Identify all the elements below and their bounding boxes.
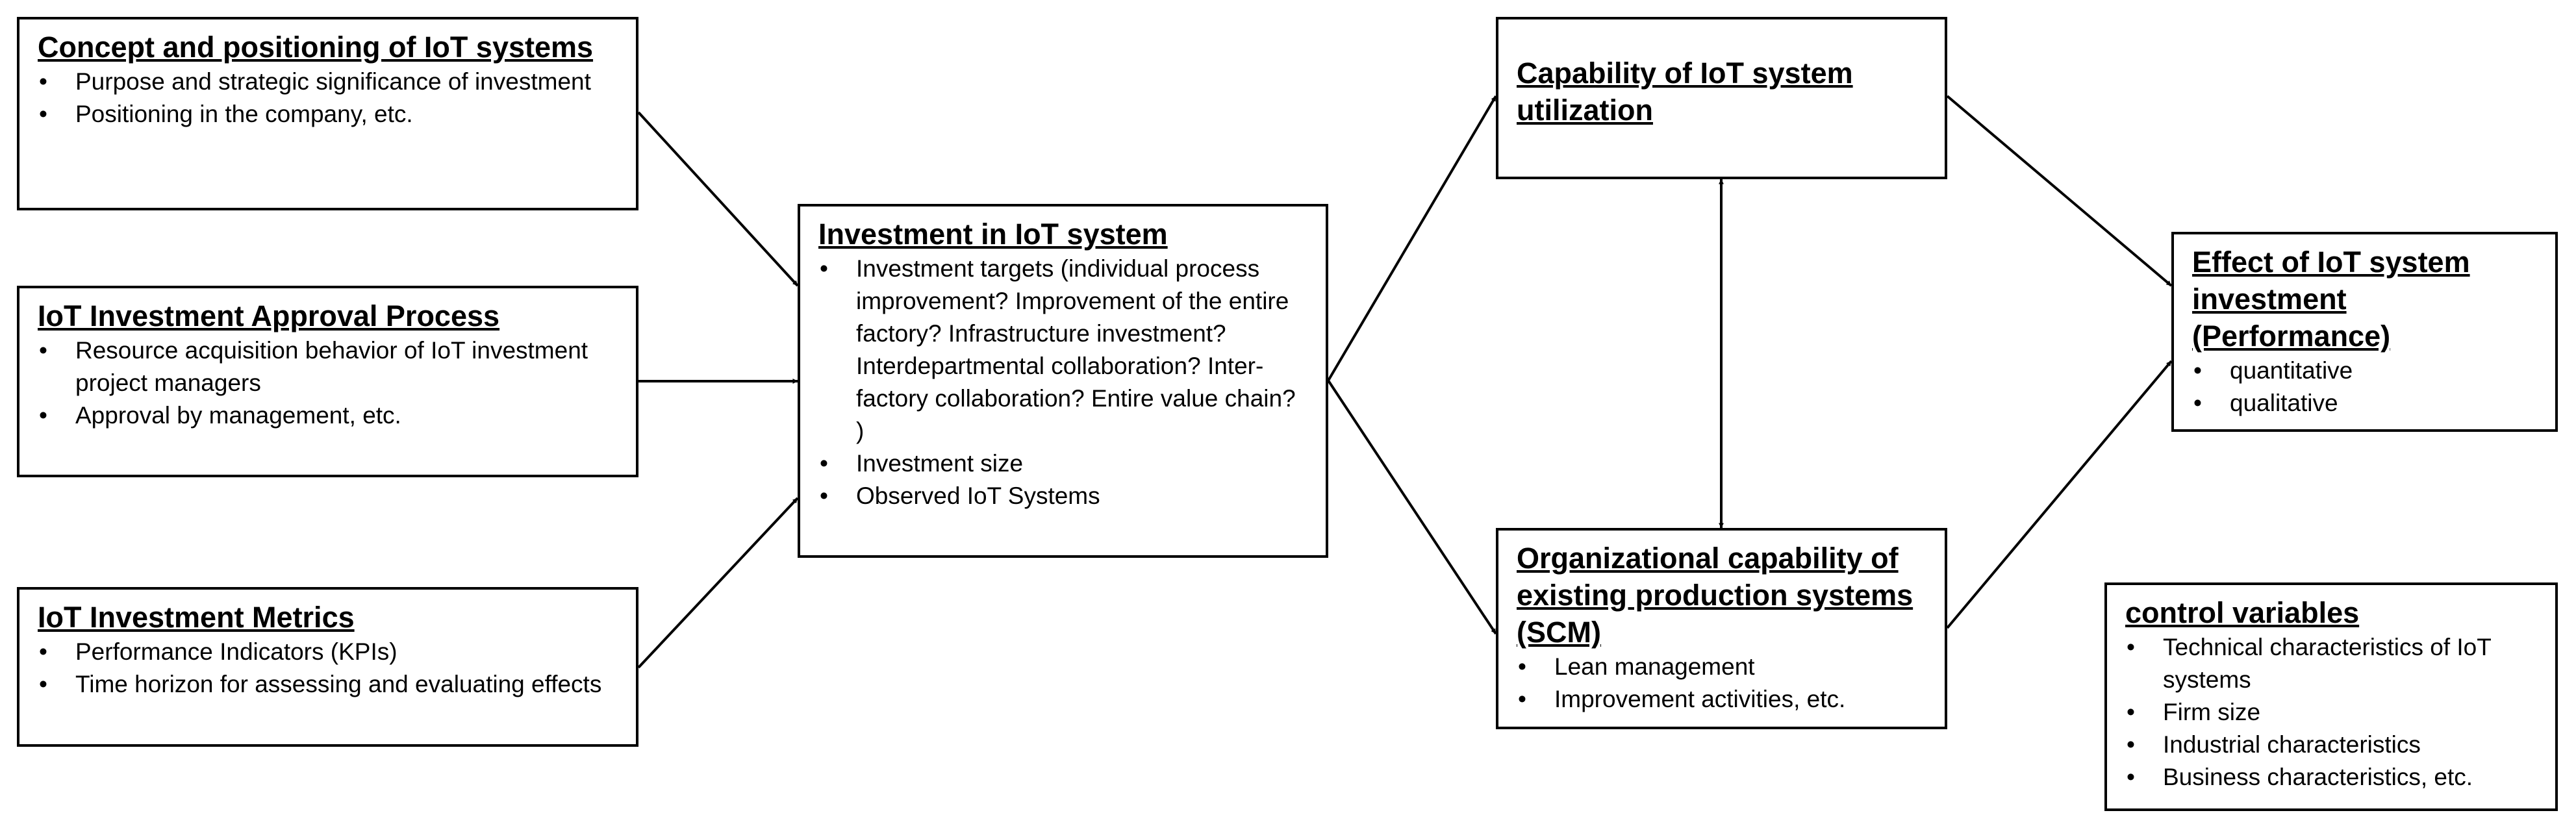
approval-box: IoT Investment Approval Process Resource… <box>17 286 638 477</box>
effect-list: quantitative qualitative <box>2192 355 2537 419</box>
approval-title: IoT Investment Approval Process <box>38 299 500 332</box>
approval-list: Resource acquisition behavior of IoT inv… <box>38 334 618 432</box>
list-item: Approval by management, etc. <box>38 399 618 432</box>
arrow-metrics-to-investment <box>637 497 799 669</box>
metrics-title: IoT Investment Metrics <box>38 601 355 634</box>
effect-title: Effect of IoT system investment (Perform… <box>2192 245 2470 353</box>
organizational-box: Organizational capability of existing pr… <box>1496 528 1947 729</box>
list-item: Positioning in the company, etc. <box>38 98 618 131</box>
capability-title: Capability of IoT system utilization <box>1517 56 1853 127</box>
arrow-investment-to-organizational <box>1327 379 1497 635</box>
control-title: control variables <box>2125 596 2360 629</box>
list-item: Resource acquisition behavior of IoT inv… <box>38 334 618 399</box>
organizational-title: Organizational capability of existing pr… <box>1517 542 1913 649</box>
list-item: Lean management <box>1517 651 1926 683</box>
metrics-list: Performance Indicators (KPIs) Time horiz… <box>38 636 618 701</box>
list-item: Observed IoT Systems <box>818 480 1307 512</box>
concept-title: Concept and positioning of IoT systems <box>38 31 594 64</box>
investment-box: Investment in IoT system Investment targ… <box>798 204 1328 558</box>
arrow-capability-to-effect <box>1946 95 2173 287</box>
control-list: Technical characteristics of IoT systems… <box>2125 631 2537 794</box>
list-item: Improvement activities, etc. <box>1517 683 1926 716</box>
list-item: qualitative <box>2192 387 2537 419</box>
list-item: Technical characteristics of IoT systems <box>2125 631 2537 696</box>
concept-box: Concept and positioning of IoT systems P… <box>17 17 638 210</box>
control-box: control variables Technical characterist… <box>2104 582 2558 811</box>
effect-box: Effect of IoT system investment (Perform… <box>2171 232 2558 432</box>
organizational-list: Lean management Improvement activities, … <box>1517 651 1926 716</box>
investment-title: Investment in IoT system <box>818 218 1168 251</box>
concept-list: Purpose and strategic significance of in… <box>38 66 618 131</box>
list-item: Purpose and strategic significance of in… <box>38 66 618 98</box>
list-item: Firm size <box>2125 696 2537 729</box>
list-item: quantitative <box>2192 355 2537 387</box>
investment-list: Investment targets (individual process i… <box>818 253 1307 512</box>
list-item: Business characteristics, etc. <box>2125 761 2537 794</box>
arrow-concept-to-investment <box>637 111 799 287</box>
list-item: Time horizon for assessing and evaluatin… <box>38 668 618 701</box>
list-item: Industrial characteristics <box>2125 729 2537 761</box>
list-item: Performance Indicators (KPIs) <box>38 636 618 668</box>
arrow-investment-to-capability <box>1327 95 1497 382</box>
list-item: Investment size <box>818 447 1307 480</box>
metrics-box: IoT Investment Metrics Performance Indic… <box>17 587 638 747</box>
list-item: Investment targets (individual process i… <box>818 253 1307 447</box>
capability-box: Capability of IoT system utilization <box>1496 17 1947 179</box>
